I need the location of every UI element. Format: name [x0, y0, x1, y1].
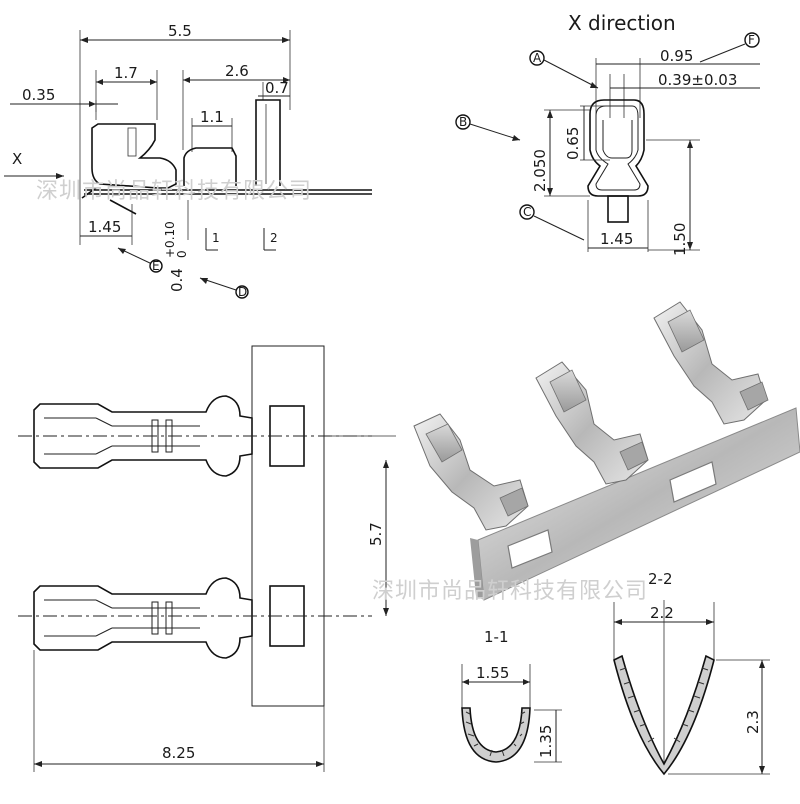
dim-1-45-x: 1.45 [600, 230, 633, 248]
photo-terminal-1 [413, 413, 529, 531]
dim-thickness: 0.4 [168, 268, 186, 292]
section-2-2-title: 2-2 [648, 570, 673, 588]
photo-terminal-2 [535, 361, 649, 485]
dim-1-50: 1.50 [671, 223, 689, 256]
x-direction-view: X direction 0.95 0.39±0.03 A F B C [455, 11, 760, 256]
terminal-photo [413, 301, 800, 601]
dim-1-45-side: 1.45 [88, 218, 121, 236]
watermark-bottom: 深圳市尚品轩科技有限公司 [372, 579, 648, 604]
dim-0-65: 0.65 [564, 127, 582, 160]
dim-pitch: 5.7 [367, 522, 385, 546]
section-2-2: 2-2 2.2 2.3 [613, 570, 770, 776]
section-mark-2: 2 [270, 231, 278, 245]
dim-1-1: 1.1 [200, 108, 224, 126]
x-axis-label: X [12, 150, 22, 168]
callout-e: E [152, 259, 160, 273]
callout-f: F [748, 33, 755, 47]
dim-thickness-tol-lower: 0 [175, 250, 189, 258]
section-2-2-width: 2.2 [650, 604, 674, 622]
section-1-1-height: 1.35 [537, 725, 555, 758]
dim-0-39: 0.39±0.03 [658, 71, 737, 89]
photo-terminal-3 [653, 301, 769, 425]
section-1-1-title: 1-1 [484, 628, 509, 646]
x-direction-title: X direction [568, 11, 676, 35]
side-view: 5.5 1.7 2.6 0.7 0.35 1.1 [4, 22, 372, 299]
section-1-1-width: 1.55 [476, 664, 509, 682]
top-view: 5.7 8.25 [18, 345, 396, 772]
dim-overall-length: 5.5 [168, 22, 192, 40]
section-mark-1: 1 [212, 231, 220, 245]
dim-total-length: 8.25 [162, 744, 195, 762]
callout-d: D [238, 285, 247, 299]
dim-1-7: 1.7 [114, 64, 138, 82]
callout-b: B [459, 115, 467, 129]
section-2-2-height: 2.3 [744, 710, 762, 734]
section-1-1: 1-1 1.55 1.35 [461, 628, 562, 763]
dim-0-35: 0.35 [22, 86, 55, 104]
dim-0-95: 0.95 [660, 47, 693, 65]
dim-thickness-tol-upper: +0.10 [163, 221, 177, 258]
dim-0-7: 0.7 [265, 79, 289, 97]
dim-2-050: 2.050 [531, 149, 549, 192]
callout-c: C [523, 205, 531, 219]
watermark-top: 深圳市尚品轩科技有限公司 [36, 179, 312, 204]
callout-a: A [533, 51, 542, 65]
dim-2-6: 2.6 [225, 62, 249, 80]
